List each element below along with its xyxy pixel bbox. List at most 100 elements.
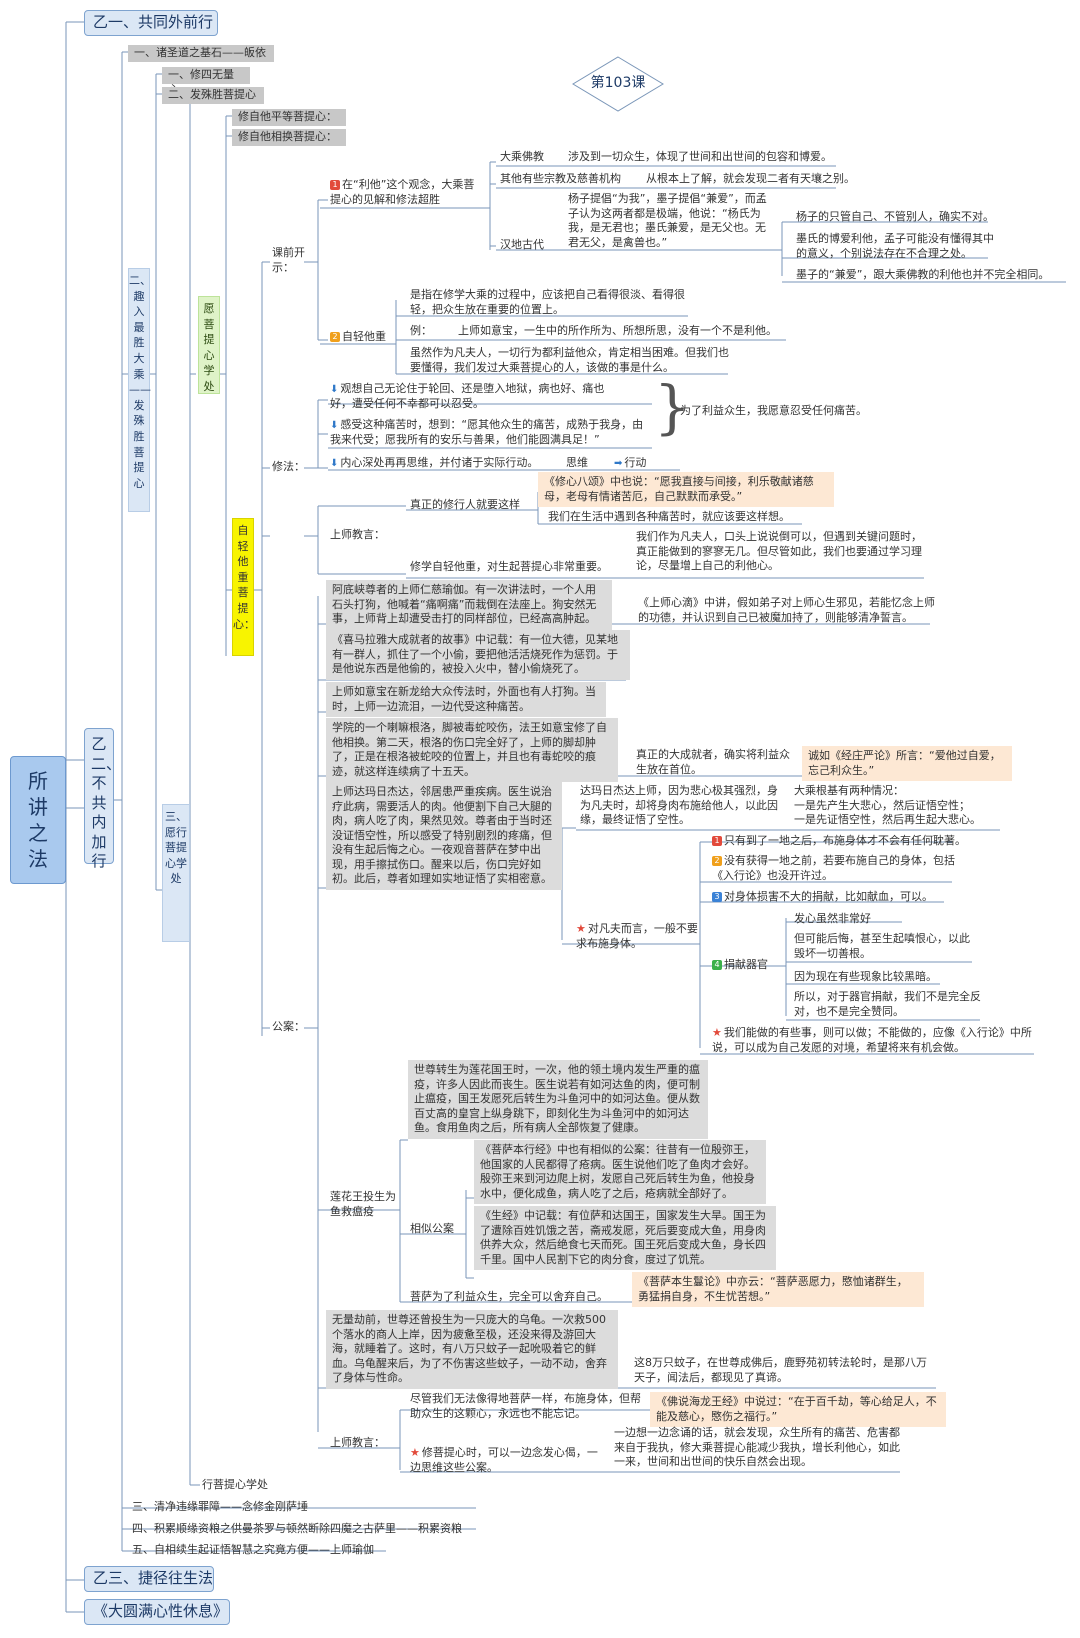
pre-light-example-label: 例： <box>410 324 432 337</box>
case-atisha-guru[interactable]: 阿底峡尊者的上师仁慈瑜伽。有一次讲法时，一个人用石头打狗，他喊着“痛啊痛”而栽倒… <box>326 580 612 630</box>
priority-3-icon: 3 <box>712 892 722 902</box>
case-turtle[interactable]: 无量劫前，世尊还曾投生为一只庞大的乌龟。一次救500个落水的商人上岸，因为疲惫至… <box>326 1310 618 1389</box>
node-wish-bodhicitta[interactable]: 愿菩提心学处 <box>198 296 220 394</box>
teach2-recite: ★修菩提心时，可以一边念发心偈，一边思维这些公案。 <box>410 1446 598 1474</box>
pre-mo-2: 墨子的“兼爱”，跟大乘佛教的利他也并不完全相同。 <box>796 268 1050 281</box>
pre-mo: 墨氏的博爱利他，孟子可能没有懂得其中的意义，个别说法存在不合理之处。 <box>796 232 994 260</box>
jataka-quote: 《菩萨本生鬘论》中亦云：“菩萨恶愿力，愍恤诸群生，勇猛捐自身，不生忧苦想。” <box>632 1272 924 1308</box>
lesson-diamond <box>572 56 664 112</box>
priority-2-icon: 2 <box>712 856 722 866</box>
case-dharmarakshita-note: 达玛日杰达上师，因为悲心极其强烈，身为凡夫时，却将身肉布施给他人，以此因缘，最终… <box>580 784 778 827</box>
ordinary-5: ★我们能做的有些事，则可以做；不能做的，应像《入行论》中所说，可以成为自己发愿的… <box>712 1026 1032 1054</box>
priority-1-icon: 1 <box>330 180 340 190</box>
root-label: 所讲之法 <box>28 769 48 871</box>
node-action-bodhicitta[interactable]: 三、愿行菩提心学处 <box>162 804 190 942</box>
teach-true-practitioner[interactable]: 真正的修行人就要这样 <box>410 498 520 511</box>
case-ornament-quote: 诚如《经庄严论》所言：“爱他过自爱，忘己利众生。” <box>802 746 1012 782</box>
head-cases[interactable]: 公案： <box>272 1020 305 1033</box>
case-atisha-note: 《上师心滴》中讲，假如弟子对上师心生邪见，若能忆念上师的功德，并认识到自己已被魔… <box>638 596 935 624</box>
bodhisattva-sacrifice: 菩萨为了利益众生，完全可以舍弃自己。 <box>410 1290 608 1303</box>
teach-quote-mind-training: 《修心八颂》中也说：“愿我直接与间接，利乐敬献诸慈母，老母有情诸苦厄，自己默默而… <box>538 472 834 508</box>
lotus-king-label[interactable]: 莲花王投生为鱼救瘟疫 <box>330 1190 396 1218</box>
head-method[interactable]: 修法： <box>272 460 305 473</box>
head-pre-teaching[interactable]: 课前开示： <box>272 246 305 274</box>
root-node[interactable]: 所讲之法 <box>10 756 66 884</box>
pre-yang: 杨子的只管自己、不管别人，确实不对。 <box>796 210 994 223</box>
method-3[interactable]: ⬇内心深处再再思维，并付诸于实际行动。 <box>330 456 539 469</box>
teach-importance-text: 我们作为凡夫人，口头上说说倒可以，但遇到关键问题时，真正能做到的寥寥无几。但尽管… <box>636 530 922 573</box>
case-dharmarakshita[interactable]: 上师达玛日杰达，邻居患严重疾病。医生说治疗此病，需要活人的肉。他便割下自己大腿的… <box>326 782 562 890</box>
case-genlo-note: 真正的大成就者，确实将利益众生放在首位。 <box>636 748 790 776</box>
similar-cases-label[interactable]: 相似公案 <box>410 1222 454 1235</box>
priority-2-icon: 2 <box>330 332 340 342</box>
node-guru-yoga[interactable]: 五、自相续生起证悟智慧之究竟方便——上师瑜伽 <box>132 1543 374 1556</box>
arrow-right-icon: ➡ <box>614 458 623 469</box>
teach-when-suffering: 我们在生活中遇到各种痛苦时，就应该要这样想。 <box>548 510 790 523</box>
head-teaching-1[interactable]: 上师教言： <box>330 528 385 541</box>
pre-han[interactable]: 汉地古代 <box>500 238 544 251</box>
case-similar-2: 《生经》中记载：有位萨和达国王，国家发生大旱。国王为了遭除百姓饥饿之苦，斋戒发愿… <box>474 1206 776 1271</box>
case-himalaya[interactable]: 《喜马拉雅大成就者的故事》中记载：有一位大德，见某地有一群人，抓住了一个小偷，要… <box>326 630 630 680</box>
teach2-recite-note: 一边想一边念诵的话，就会发现，众生所有的痛苦、危害都来自于我执，修大乘菩提心能减… <box>614 1426 900 1469</box>
priority-4-icon: 4 <box>712 960 722 970</box>
node-action-training[interactable]: 行菩提心学处 <box>202 1478 268 1491</box>
case-turtle-note: 这8万只蚊子，在世尊成佛后，鹿野苑初转法轮时，是那八万天子，闻法后，都现见了真谛… <box>634 1356 927 1384</box>
method-1[interactable]: ⬇观想自己无论住于轮回、还是堕入地狱，病也好、痛也好，遭受任何不幸都可以忍受。 <box>330 382 605 410</box>
case-similar-1: 《菩萨本行经》中也有相似的公案：往昔有一位殷弥王，他国家的人民都得了疮病。医生说… <box>474 1140 766 1205</box>
pre-mahayana-text: 涉及到一切众生，体现了世间和出世间的包容和博爱。 <box>568 150 832 163</box>
pre-others[interactable]: 其他有些宗教及慈善机构 <box>500 172 621 185</box>
arrow-down-icon: ⬇ <box>330 420 339 431</box>
method-2[interactable]: ⬇感受这种痛苦时，想到：“愿其他众生的痛苦，成熟于我身，由我来代受；愿我所有的安… <box>330 418 644 446</box>
arrow-down-icon: ⬇ <box>330 384 339 395</box>
pre-han-text: 杨子提倡“为我”，墨子提倡“兼爱”，而孟子认为这两者都是极端，他说：“杨氏为我，… <box>568 192 767 249</box>
node-mandala-kusali[interactable]: 四、积累顺缘资粮之供曼茶罗与顿然断除四魔之古萨里——积累资粮 <box>132 1522 462 1535</box>
star-icon: ★ <box>712 1026 722 1039</box>
case-lotus-king[interactable]: 世尊转生为莲花国王时，一次，他的领土境内发生严重的瘟疫，许多人因此而丧生。医生说… <box>408 1060 708 1139</box>
case-two-faculties: 大乘根基有两种情况： 一是先产生大悲心，然后证悟空性； 一是先证悟空性，然后再生… <box>794 784 981 827</box>
node-supreme-bodhicitta[interactable]: 二、发殊胜菩提心 <box>162 87 264 104</box>
pre-light-def: 是指在修学大乘的过程中，应该把自己看得很淡、看得很轻，把众生放在重要的位置上。 <box>410 288 685 316</box>
pre-mahayana[interactable]: 大乘佛教 <box>500 150 544 163</box>
organ-2: 但可能后悔，甚至生起嗔恨心，以此毁坏一切善根。 <box>794 932 970 960</box>
priority-1-icon: 1 <box>712 836 722 846</box>
star-icon: ★ <box>410 1446 420 1459</box>
node-equalizing[interactable]: 修自他平等菩提心： <box>232 109 346 126</box>
lesson-label: 第103课 <box>590 75 646 91</box>
teach-importance: 修学自轻他重，对生起菩提心非常重要。 <box>410 560 608 573</box>
node-common-preliminaries[interactable]: 乙一、共同外前行 <box>84 10 218 36</box>
head-teaching-2[interactable]: 上师教言： <box>330 1436 385 1449</box>
case-ordinary[interactable]: ★对凡夫而言，一般不要求布施身体。 <box>576 922 698 950</box>
node-mind-rest[interactable]: 《大圆满心性休息》 <box>84 1599 230 1625</box>
method-think: 思维 <box>566 456 588 469</box>
organ-1: 发心虽然非常好 <box>794 912 871 925</box>
method-summary: 为了利益众生，我愿意忍受任何痛苦。 <box>680 404 867 417</box>
teach2-help-beings: 尽管我们无法像得地菩萨一样，布施身体，但帮助众生的这颗心，永远也不能忘记。 <box>410 1392 641 1420</box>
case-wishfulfilling-xinlong[interactable]: 上师如意宝在新龙给大众传法时，外面也有人打狗。当时，上师一边流泪，一边代受这种痛… <box>326 682 606 718</box>
node-four-immeasurables[interactable]: 一、修四无量心 <box>162 67 250 96</box>
organ-3: 因为现在有些现象比较黑暗。 <box>794 970 937 983</box>
pre-light-example: 上师如意宝，一生中的所作所为、所想所思，没有一个不是利他。 <box>458 324 777 337</box>
node-exchanging[interactable]: 修自他相换菩提心： <box>232 129 346 146</box>
organ-4: 所以，对于器官捐献，我们不是完全反对，也不是完全赞同。 <box>794 990 981 1018</box>
node-exchange-self-others[interactable]: 自轻他重菩提心： <box>232 518 255 656</box>
arrow-down-icon: ⬇ <box>330 458 339 469</box>
node-refuge[interactable]: 一、诸圣道之基石——皈依 <box>128 45 274 62</box>
node-quick-path[interactable]: 乙三、捷径往生法 <box>84 1566 214 1592</box>
node-vajrasattva[interactable]: 三、清净违缘罪障——念修金刚萨埵 <box>132 1500 308 1513</box>
uncommon-label: 乙二、不共内加行 <box>91 735 122 870</box>
pre-light-note: 虽然作为凡夫人，一切行为都利益他众，肯定相当困难。但我们也要懂得，我们发过大乘菩… <box>410 346 729 374</box>
case-genlo[interactable]: 学院的一个喇嘛根洛，脚被毒蛇咬伤，法王如意宝修了自他相换。第二天，根洛的伤口完全… <box>326 718 618 783</box>
pre-others-text: 从根本上了解，就会发现二者有天壤之别。 <box>646 172 855 185</box>
node-enter-mahayana[interactable]: 二、趣入最胜大乘——发殊胜菩提心 <box>128 268 151 512</box>
method-act: ➡行动 <box>614 456 647 469</box>
node-uncommon-preliminaries[interactable]: 乙二、不共内加行 <box>84 728 121 870</box>
brace-icon: } <box>654 373 691 441</box>
naga-king-quote: 《佛说海龙王经》中说过：“在于百千劫，等心给足人，不能及慈心，愍伤之福行。” <box>650 1392 946 1428</box>
